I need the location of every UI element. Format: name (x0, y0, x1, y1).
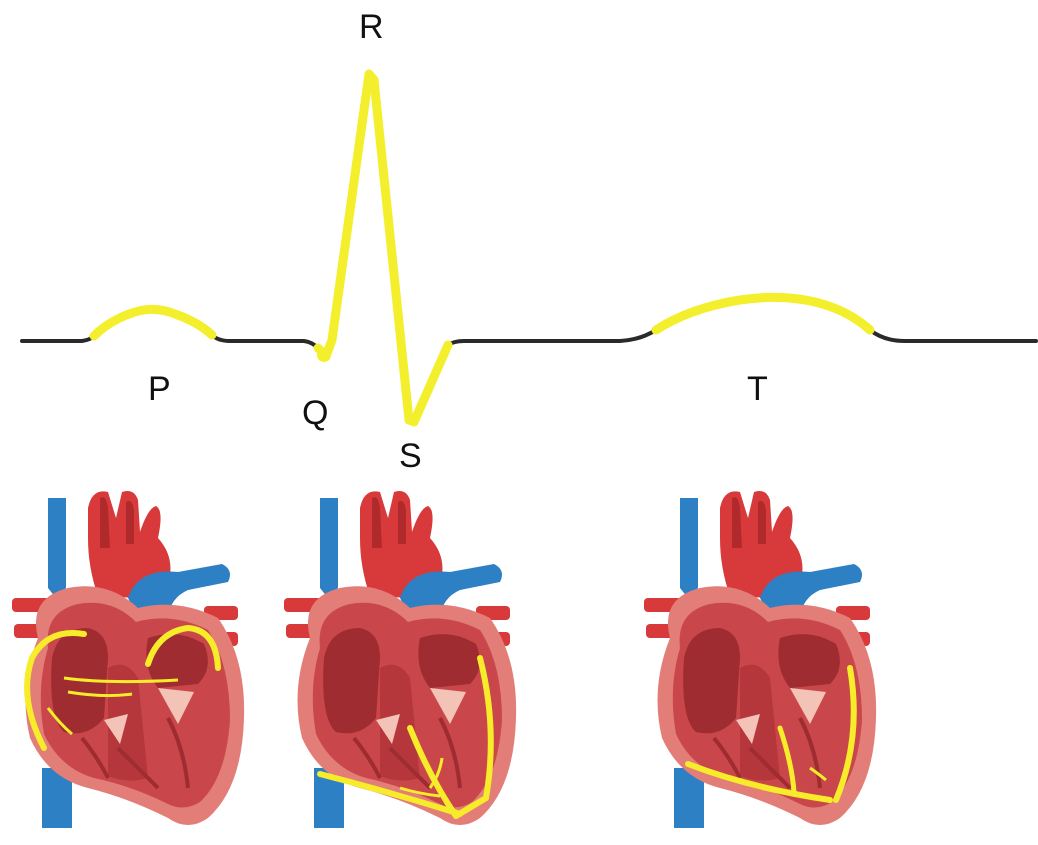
heart-ventricular-repolarization (644, 491, 876, 828)
heart-ventricular-depolarization (284, 491, 516, 828)
p-wave-label: P (148, 372, 171, 406)
t-wave-label: T (747, 372, 768, 406)
r-wave-label: R (359, 10, 384, 44)
heart-atrial-depolarization (12, 491, 244, 828)
p-wave (94, 309, 212, 336)
q-point (317, 348, 331, 362)
t-wave (656, 297, 870, 330)
ecg-baseline (212, 335, 318, 348)
qrs-complex (318, 74, 448, 422)
ecg-baseline (22, 336, 94, 341)
q-wave-label: Q (302, 396, 328, 430)
ecg-baseline (448, 330, 656, 345)
s-wave-label: S (399, 439, 422, 473)
ecg-baseline (870, 330, 1036, 341)
